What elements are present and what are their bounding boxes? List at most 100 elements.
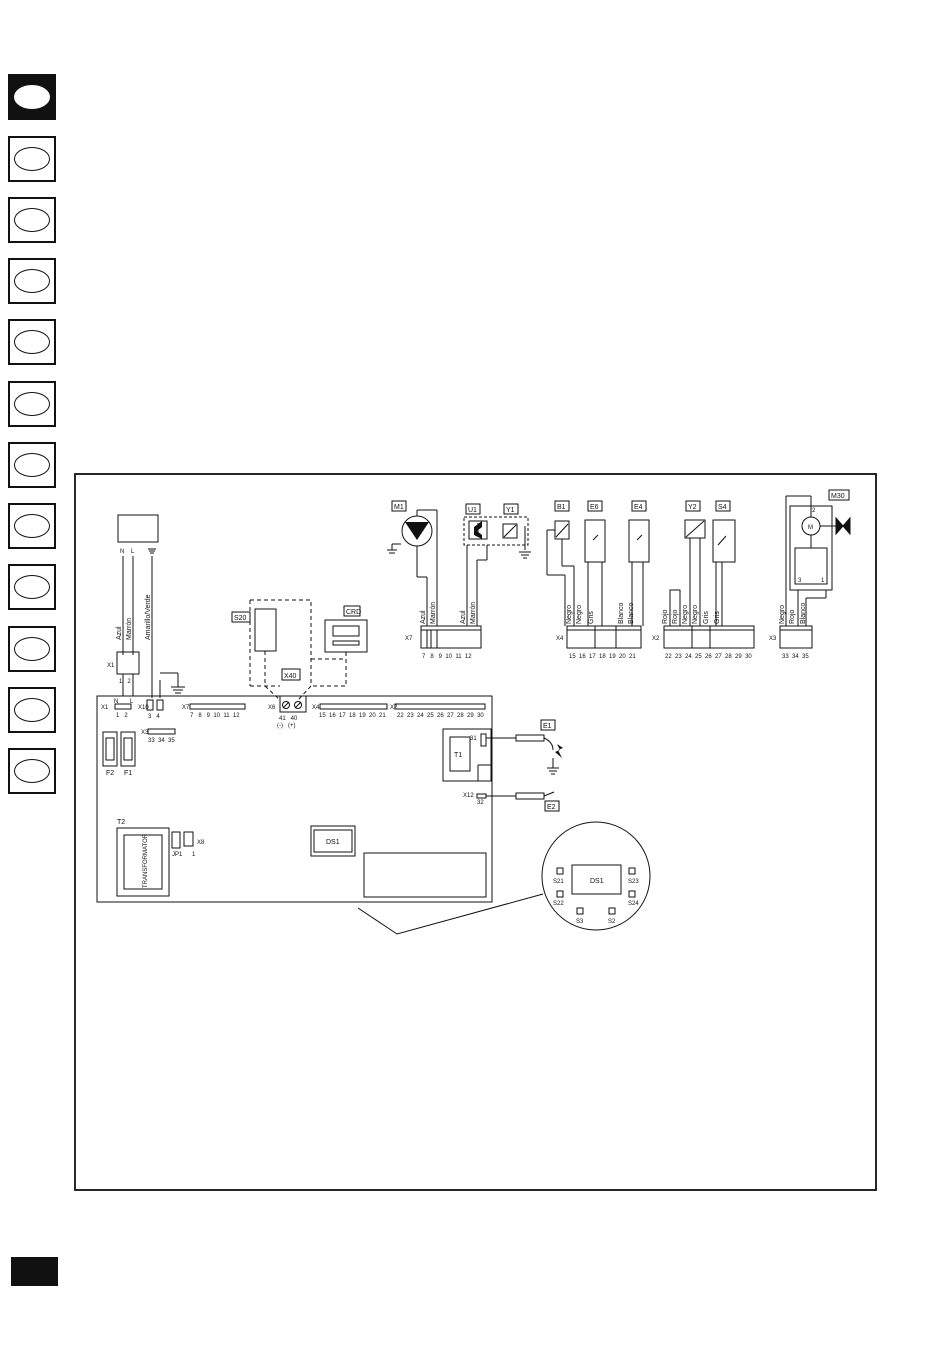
connector-x7: [420, 625, 482, 649]
language-oval-icon: [14, 208, 50, 232]
wire-x4-blanco-1: Blanco: [618, 602, 625, 624]
pins-x4-board: 15 16 17 18 19 20 21: [319, 713, 386, 719]
label-x1-cable: X1: [107, 663, 115, 669]
pins-x1-cable: 1 2: [119, 679, 131, 685]
language-oval-icon: [14, 269, 50, 293]
language-tab-7[interactable]: [8, 442, 56, 488]
display-ds1: [310, 825, 356, 857]
switch-e6: [584, 519, 606, 563]
wire-x2-rojo-2: Rojo: [672, 609, 679, 624]
polarity-x6: (-) (+): [277, 723, 296, 729]
label-crd: CRD: [346, 609, 361, 616]
label-m30-pin3: 3: [798, 578, 802, 584]
label-s23: S23: [628, 879, 639, 885]
wire-x7-azul-2: Azul: [460, 610, 467, 624]
wire-x7-azul-1: Azul: [420, 610, 427, 624]
pin-32: 32: [477, 800, 484, 806]
language-tab-3[interactable]: [8, 197, 56, 243]
wire-marron: Marrón: [126, 618, 133, 640]
label-transformer: TRANSFORMATOR: [143, 833, 149, 888]
language-tab-9[interactable]: [8, 564, 56, 610]
label-motor: M: [808, 525, 813, 531]
label-t2: T2: [117, 819, 125, 826]
ignition-electrode-e1: [515, 734, 545, 742]
label-y2: Y2: [688, 504, 697, 511]
label-m30: M30: [831, 493, 845, 500]
language-tab-5[interactable]: [8, 319, 56, 365]
label-ds1: DS1: [326, 839, 340, 846]
power-supply-box: [117, 514, 159, 543]
pins-x1-board: 1 2: [116, 713, 128, 719]
label-s20: S20: [234, 615, 247, 622]
wire-x2-gris-2: Gris: [714, 611, 721, 624]
display-panel: [363, 852, 487, 898]
label-e6: E6: [590, 504, 599, 511]
label-m30-pin1: 1: [821, 578, 825, 584]
label-x1-board: X1: [101, 705, 109, 711]
wire-azul: Azul: [116, 626, 123, 640]
label-y1: Y1: [506, 507, 515, 514]
language-oval-icon: [14, 392, 50, 416]
wire-x4-negro-2: Negro: [576, 605, 583, 624]
label-x6: X6: [268, 705, 276, 711]
limit-thermostat-e4: [628, 519, 650, 563]
label-x10: X10: [138, 705, 149, 711]
ionization-electrode-e2: [515, 792, 545, 800]
label-s24: S24: [628, 901, 639, 907]
page-number-block: [11, 1257, 58, 1286]
language-oval-icon: [14, 147, 50, 171]
label-s22: S22: [553, 901, 564, 907]
wire-x3-blanco: Blanco: [800, 602, 807, 624]
x40-label-box: [281, 668, 301, 681]
ignition-t1: [442, 728, 492, 782]
label-x3: X3: [769, 636, 777, 642]
pressure-switch-s4: [712, 519, 736, 563]
gas-valve-coil-y1: [502, 523, 518, 539]
language-tab-4[interactable]: [8, 258, 56, 304]
label-m30-pin2: 2: [812, 508, 816, 514]
fuse-f2: [102, 731, 118, 767]
pins-x7: 7 8 9 10 11 12: [422, 654, 472, 660]
language-oval-icon: [14, 575, 50, 599]
language-tab-8[interactable]: [8, 503, 56, 549]
label-m1: M1: [394, 504, 404, 511]
pin-x8-1: 1: [192, 852, 196, 858]
language-tab-6[interactable]: [8, 381, 56, 427]
wire-x4-gris: Gris: [588, 611, 595, 624]
pins-x4: 15 16 17 18 19 20 21: [569, 654, 636, 660]
label-s3: S3: [576, 919, 584, 925]
language-tab-1[interactable]: [8, 74, 56, 120]
label-x3-board: X3: [141, 730, 149, 736]
language-tab-10[interactable]: [8, 626, 56, 672]
label-b1: B1: [557, 504, 566, 511]
wire-x2-rojo-1: Rojo: [662, 609, 669, 624]
pins-x6: 41 40: [279, 716, 298, 722]
label-x2-board: X2: [390, 705, 398, 711]
language-oval-icon: [14, 698, 50, 722]
label-e1: E1: [543, 723, 552, 730]
label-supply-l: L: [131, 549, 135, 555]
wire-x3-rojo: Rojo: [789, 609, 796, 624]
connector-x3: [779, 625, 813, 649]
connector-x4: [566, 625, 642, 649]
language-tab-12[interactable]: [8, 748, 56, 794]
transformer-t2: [116, 827, 170, 897]
language-oval-icon: [14, 759, 50, 783]
label-s21: S21: [553, 879, 564, 885]
label-x8: X8: [197, 840, 205, 846]
flow-sensor-y2: [684, 519, 706, 539]
label-board-l: L: [130, 699, 134, 705]
label-supply-n: N: [120, 549, 124, 555]
pins-x3: 33 34 35: [782, 654, 809, 660]
label-ds1-zoom: DS1: [590, 878, 604, 885]
label-t1: T1: [454, 752, 462, 759]
language-tab-11[interactable]: [8, 687, 56, 733]
wire-x2-gris-1: Gris: [703, 611, 710, 624]
language-tab-2[interactable]: [8, 136, 56, 182]
label-x2: X2: [652, 636, 660, 642]
wire-x2-negro-2: Negro: [692, 605, 699, 624]
pins-x10: 3 4: [148, 714, 160, 720]
label-board-n: N: [114, 699, 118, 705]
fuse-f1: [120, 731, 136, 767]
